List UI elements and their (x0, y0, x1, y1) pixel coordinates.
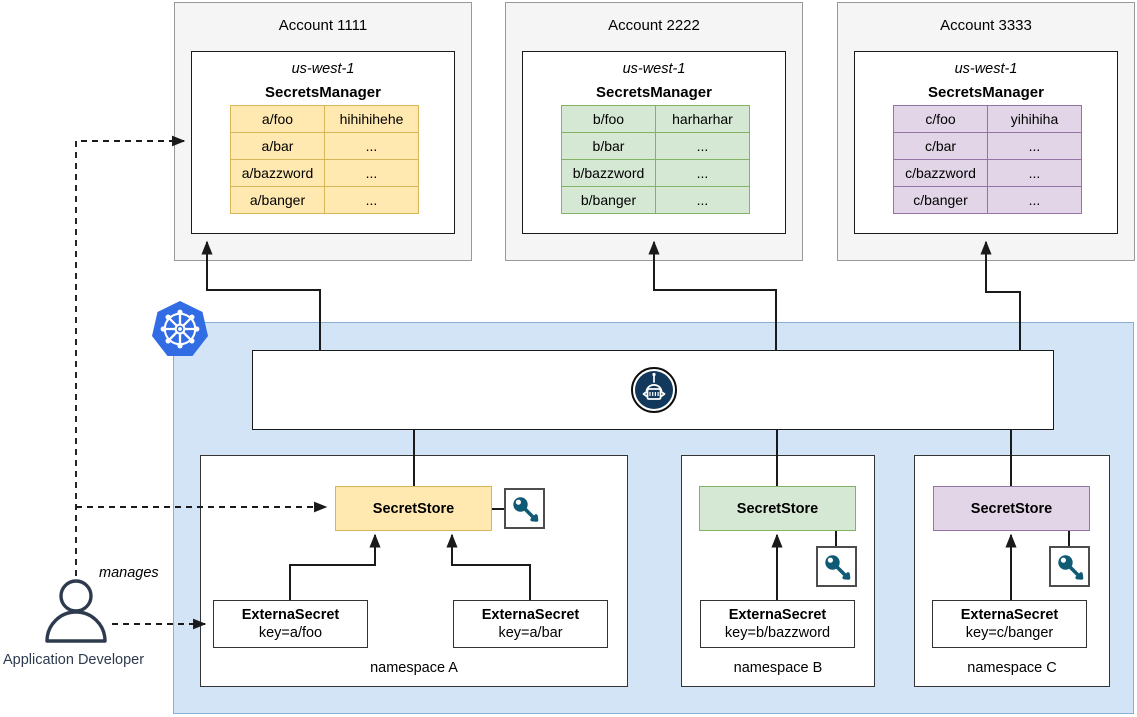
key-icon-a-box (504, 488, 545, 529)
namespace-label: namespace C (967, 660, 1057, 676)
secretstore-a[interactable]: SecretStore (335, 486, 492, 531)
externalsecret-a-bar[interactable]: ExternaSecret key=a/bar (453, 600, 608, 648)
table-row: a/bazzword ... (230, 159, 419, 187)
user-actor-icon (40, 575, 112, 647)
externalsecret-title: ExternaSecret (960, 606, 1059, 623)
table-row: c/bazzword ... (893, 159, 1082, 187)
externalsecret-key: key=b/bazzword (724, 625, 831, 641)
key-icon (1057, 554, 1083, 580)
key-icon (824, 554, 850, 580)
secret-key: b/bar (561, 132, 656, 160)
secret-key: c/banger (893, 186, 988, 214)
secret-value: hihihihehe (324, 105, 419, 133)
secret-value: yihihiha (987, 105, 1082, 133)
secret-value: ... (987, 186, 1082, 214)
account-title: Account 2222 (608, 17, 700, 34)
table-row: b/bar ... (561, 132, 750, 160)
service-label: SecretsManager (596, 84, 712, 101)
account-title: Account 1111 (278, 17, 368, 34)
secret-key: b/foo (561, 105, 656, 133)
table-row: c/banger ... (893, 186, 1082, 214)
table-row: a/bar ... (230, 132, 419, 160)
secret-value: ... (324, 159, 419, 187)
secret-value: ... (987, 159, 1082, 187)
kubernetes-logo (149, 299, 211, 361)
secret-key: a/bazzword (230, 159, 325, 187)
secret-value: ... (324, 186, 419, 214)
secret-key: a/foo (230, 105, 325, 133)
secretstore-label: SecretStore (372, 500, 455, 517)
secretstore-c[interactable]: SecretStore (933, 486, 1090, 531)
secret-key: a/bar (230, 132, 325, 160)
secret-key: c/bazzword (893, 159, 988, 187)
secretstore-label: SecretStore (736, 500, 819, 517)
externalsecret-key: key=c/banger (965, 625, 1054, 641)
key-icon-b-box (816, 546, 857, 587)
table-row: a/banger ... (230, 186, 419, 214)
externalsecret-title: ExternaSecret (728, 606, 827, 623)
externalsecret-key: key=a/bar (498, 625, 563, 641)
secretstore-b[interactable]: SecretStore (699, 486, 856, 531)
secret-key: a/banger (230, 186, 325, 214)
service-label: SecretsManager (928, 84, 1044, 101)
table-row: b/bazzword ... (561, 159, 750, 187)
secret-key: b/bazzword (561, 159, 656, 187)
externalsecret-a-foo[interactable]: ExternaSecret key=a/foo (213, 600, 368, 648)
externalsecret-title: ExternaSecret (241, 606, 340, 623)
key-icon (512, 496, 538, 522)
externalsecret-b-bazzword[interactable]: ExternaSecret key=b/bazzword (700, 600, 855, 648)
table-row: c/foo yihihiha (893, 105, 1082, 133)
account-title: Account 3333 (940, 17, 1032, 34)
secret-value: ... (655, 159, 750, 187)
secrets-table-1111: a/foo hihihihehe a/bar ... a/bazzword ..… (230, 105, 419, 214)
secret-key: c/foo (893, 105, 988, 133)
secret-value: ... (655, 132, 750, 160)
table-row: b/foo harharhar (561, 105, 750, 133)
table-row: b/banger ... (561, 186, 750, 214)
namespace-label: namespace A (370, 660, 458, 676)
secret-value: harharhar (655, 105, 750, 133)
region-label: us-west-1 (622, 61, 686, 77)
region-label: us-west-1 (954, 61, 1018, 77)
secretstore-label: SecretStore (970, 500, 1053, 517)
key-icon-c-box (1049, 546, 1090, 587)
manages-edge-label: manages (99, 565, 159, 581)
secrets-table-2222: b/foo harharhar b/bar ... b/bazzword ...… (561, 105, 750, 214)
table-row: c/bar ... (893, 132, 1082, 160)
secret-key: b/banger (561, 186, 656, 214)
external-secrets-operator-icon (630, 366, 678, 414)
secrets-table-3333: c/foo yihihiha c/bar ... c/bazzword ... … (893, 105, 1082, 214)
region-label: us-west-1 (291, 61, 355, 77)
table-row: a/foo hihihihehe (230, 105, 419, 133)
secret-value: ... (655, 186, 750, 214)
service-label: SecretsManager (265, 84, 381, 101)
secret-value: ... (987, 132, 1082, 160)
secret-key: c/bar (893, 132, 988, 160)
externalsecret-title: ExternaSecret (481, 606, 580, 623)
externalsecret-key: key=a/foo (258, 625, 323, 641)
secret-value: ... (324, 132, 419, 160)
namespace-label: namespace B (733, 660, 823, 676)
externalsecret-c-banger[interactable]: ExternaSecret key=c/banger (932, 600, 1087, 648)
actor-caption: Application Developer (3, 652, 145, 668)
